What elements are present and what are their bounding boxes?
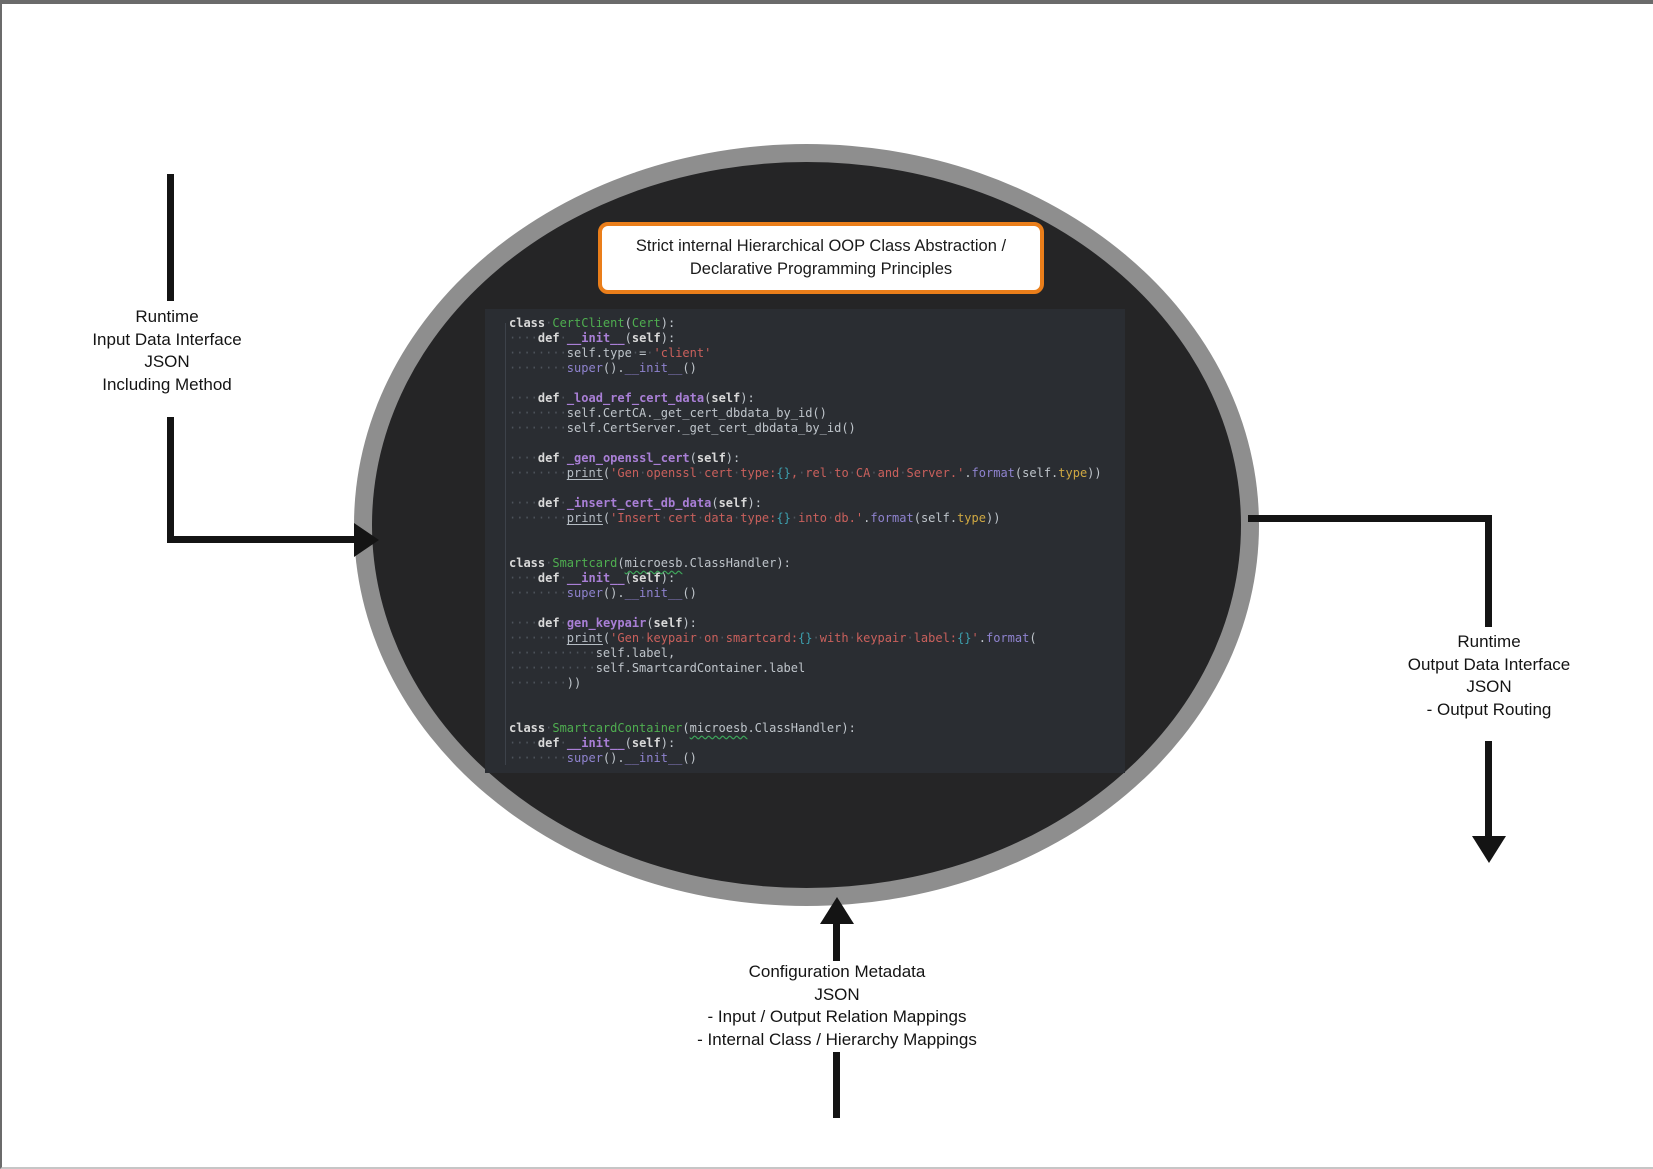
code-line: ····def·__init__(self): [509, 331, 676, 345]
output-arrow-vertical-segment [1485, 515, 1492, 627]
code-line: ····def·__init__(self): [509, 571, 676, 585]
output-label-line-3: JSON [1466, 677, 1512, 696]
code-line: ········super().__init__() [509, 751, 697, 765]
code-line: ····def·_load_ref_cert_data(self): [509, 391, 755, 405]
input-label-line-3: JSON [144, 352, 190, 371]
title-line-2: Declarative Programming Principles [689, 260, 953, 278]
code-line: ············self.label, [509, 646, 676, 660]
code-line: ········super().__init__() [509, 361, 697, 375]
input-interface-label: Runtime Input Data Interface JSON Includ… [37, 306, 297, 396]
code-line: ········print('Gen·keypair·on·smartcard:… [509, 631, 1037, 645]
config-arrow-upper-segment [833, 921, 840, 961]
code-line: ········self.CertCA._get_cert_dbdata_by_… [509, 406, 827, 420]
output-arrowhead-down-icon [1472, 836, 1506, 863]
title-line-1: Strict internal Hierarchical OOP Class A… [635, 237, 1007, 255]
code-line [509, 436, 1119, 451]
code-line: ····def·gen_keypair(self): [509, 616, 697, 630]
code-line: class·SmartcardContainer(microesb.ClassH… [509, 721, 856, 735]
config-label-line-4: - Internal Class / Hierarchy Mappings [697, 1029, 977, 1049]
code-line: ········super().__init__() [509, 586, 697, 600]
input-label-line-1: Runtime [135, 307, 199, 326]
code-line: ········)) [509, 676, 582, 690]
code-line: ········self.CertServer._get_cert_dbdata… [509, 421, 856, 435]
code-line [509, 481, 1119, 496]
output-label-line-1: Runtime [1457, 632, 1521, 651]
output-label-line-2: Output Data Interface [1407, 654, 1571, 674]
input-arrow-top-segment [167, 174, 174, 301]
code-line: ····def·_gen_openssl_cert(self): [509, 451, 741, 465]
output-arrow-horizontal-segment [1248, 515, 1489, 522]
code-line [509, 376, 1119, 391]
code-line: class·Smartcard(microesb.ClassHandler): [509, 556, 791, 570]
output-interface-label: Runtime Output Data Interface JSON - Out… [1339, 631, 1639, 721]
code-line [509, 541, 1119, 556]
config-arrow-lower-segment [833, 1052, 840, 1118]
input-label-line-2: Input Data Interface [92, 329, 242, 349]
title-box: Strict internal Hierarchical OOP Class A… [598, 222, 1044, 294]
code-line: class·CertClient(Cert): [509, 316, 676, 330]
code-line: ····def·__init__(self): [509, 736, 676, 750]
code-lines: class·CertClient(Cert):····def·__init__(… [485, 309, 1125, 773]
config-label-line-3: - Input / Output Relation Mappings [707, 1007, 967, 1026]
code-line: ········print('Gen·openssl·cert·type:{},… [509, 466, 1102, 480]
code-line: ····def·_insert_cert_db_data(self): [509, 496, 762, 510]
code-line [509, 691, 1119, 706]
input-arrow-elbow-vertical [167, 417, 174, 543]
config-metadata-label: Configuration Metadata JSON - Input / Ou… [587, 961, 1087, 1051]
output-label-line-4: - Output Routing [1426, 699, 1552, 719]
code-line: ············self.SmartcardContainer.labe… [509, 661, 806, 675]
output-arrow-down-segment [1485, 741, 1492, 838]
code-line [509, 526, 1119, 541]
code-line [509, 601, 1119, 616]
config-label-line-2: JSON [814, 984, 860, 1004]
code-line: ········self.type·=·'client' [509, 346, 712, 360]
code-line: ········print('Insert·cert·data·type:{}·… [509, 511, 1001, 525]
indent-guide-line [505, 323, 506, 765]
code-panel: class·CertClient(Cert):····def·__init__(… [485, 309, 1125, 773]
input-arrow-elbow-horizontal [167, 536, 355, 543]
code-line [509, 706, 1119, 721]
config-arrowhead-up-icon [820, 897, 854, 924]
input-label-line-4: Including Method [102, 374, 232, 394]
input-arrowhead-right-icon [354, 523, 379, 557]
config-label-line-1: Configuration Metadata [748, 962, 926, 981]
